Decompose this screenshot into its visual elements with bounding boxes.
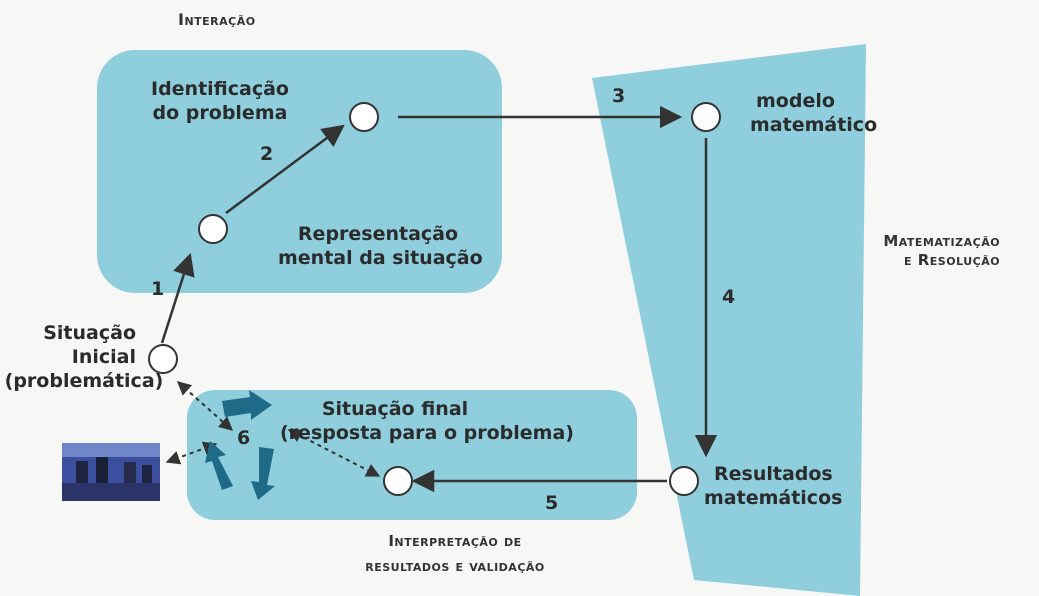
step-3-label: 3 [612,85,626,107]
representacao-line2: mental da situação [278,246,483,269]
matematizacao-title-line2: e Resolução [904,250,1001,269]
modelo-line2: matemático [750,113,878,136]
resultados-line1: Resultados [714,463,833,485]
situacao-inicial-line3: (problemática) [4,369,164,392]
arrow-step-2 [225,124,345,215]
interacao-region [97,50,502,293]
interacao-title: Interação [178,10,256,29]
situacao-inicial-label: Situação Inicial (problemática) [4,322,164,393]
interpretacao-title-line1: Interpretação de [388,532,522,550]
matematizacao-title: Matematização e Resolução [882,232,1000,270]
arrow-step-1 [160,252,195,344]
matematizacao-region [592,44,866,596]
resultados-line2: matemáticos [704,486,843,509]
identificacao-line2: do problema [152,101,288,124]
step-4-label: 4 [722,286,736,308]
step-5-label: 5 [545,492,559,514]
interpretacao-title-line2: resultados e validação [365,556,545,575]
step-2-label: 2 [260,143,274,165]
situacao-inicial-line2: Inicial [71,345,136,368]
node-modelo [691,102,721,132]
representacao-line1: Representação [297,223,459,245]
dashed-arrow-final [287,429,381,477]
cycle-arrows-icon [205,390,275,500]
step-1-label: 1 [151,278,165,300]
situacao-final-line2: (resposta para o problema) [280,421,574,444]
node-identificacao [349,102,379,132]
matematizacao-title-line1: Matematização [883,232,1001,250]
modelo-line1: modelo [756,90,835,112]
interpretacao-region [187,390,637,520]
dashed-arrow-photo [165,441,218,465]
modelo-label: modelo matemático [750,90,877,138]
resultados-label: Resultados matemáticos [704,463,842,511]
people-at-table-photo-icon [62,443,160,501]
node-resultados [669,466,699,496]
step-6-label: 6 [237,427,251,449]
node-representacao [198,214,228,244]
interpretacao-title: Interpretação de resultados e validação [340,532,570,576]
situacao-final-label: Situação final (resposta para o problema… [280,398,574,446]
situacao-inicial-line1: Situação [43,322,136,344]
identificacao-line1: Identificação [151,78,289,100]
identificacao-label: Identificação do problema [140,78,300,126]
node-situacao-inicial [148,344,178,374]
node-situacao-final [383,466,413,496]
representacao-label: Representação mental da situação [278,223,483,271]
situacao-final-line1: Situação final [321,398,469,420]
